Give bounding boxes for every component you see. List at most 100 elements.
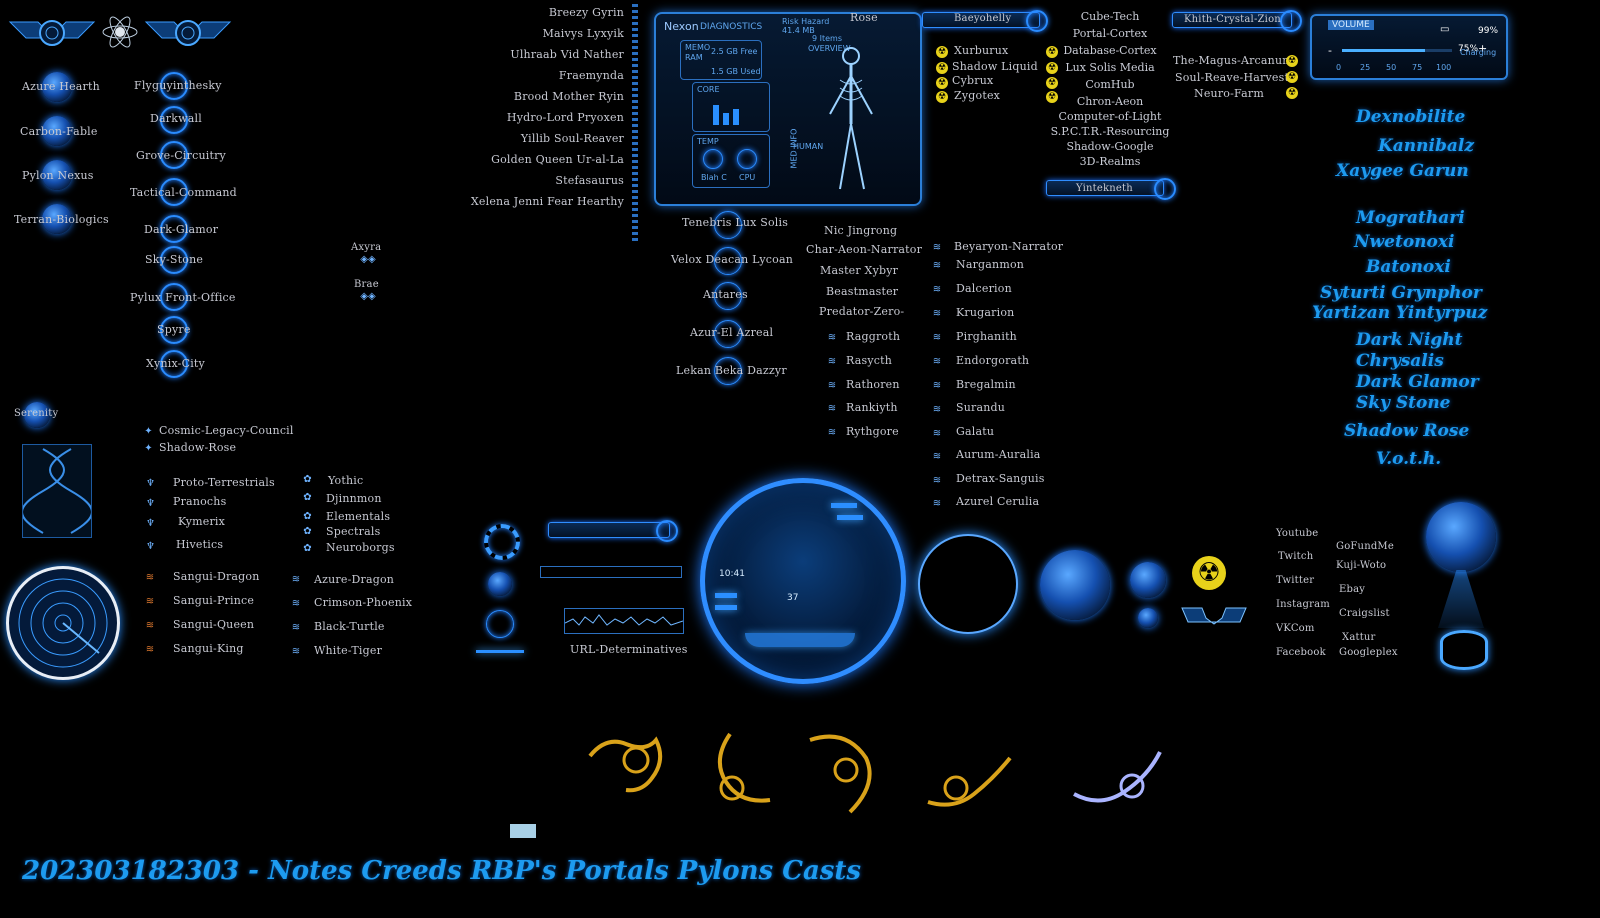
right-icon-item[interactable]: Galatu [956,425,995,438]
hud-clock-widget[interactable]: 10:41 37 [700,478,906,684]
blue-name[interactable]: V.o.t.h. [1376,449,1442,469]
volume-panel[interactable]: VOLUME - 75% + ▭ 99% Charging 0 25 50 75… [1310,14,1508,80]
blue-name[interactable]: Dark Night [1356,330,1463,350]
orb-icon[interactable] [42,160,72,190]
name-item[interactable]: Xelena Jenni Fear Hearthy [470,195,624,208]
name-item[interactable]: Maivys Lyxyik [542,27,624,40]
name-item[interactable]: Fraemynda [558,69,624,82]
center-item-2[interactable]: Antares [703,288,748,301]
url-det-label[interactable]: URL-Determinatives [570,643,688,656]
tech-item[interactable]: Chron-Aeon [1076,95,1144,108]
mid-item-0[interactable]: Nic Jingrong [824,224,898,237]
gold-dragon-icon[interactable] [706,730,786,810]
small-pair-1[interactable]: Brae [354,279,379,290]
col2-item-4[interactable]: Dark-Glamor [144,223,219,236]
blue-name[interactable]: Kannibalz [1378,136,1474,156]
name-item[interactable]: Hydro-Lord Pryoxen [506,111,624,124]
name-item[interactable]: Stefasaurus [555,174,624,187]
group-a-1[interactable]: Pranochs [173,495,227,508]
group-a-2[interactable]: Kymerix [178,515,226,528]
dragon-a-3[interactable]: Sangui-King [173,642,244,655]
right-icon-item[interactable]: Aurum-Auralia [956,448,1041,461]
volume-minus[interactable]: - [1328,44,1332,57]
col2-item-7[interactable]: Spyre [157,323,191,336]
magus-item-0[interactable]: The-Magus-Arcanum [1173,54,1293,67]
blue-name[interactable]: Sky Stone [1356,393,1451,413]
volume-plus[interactable]: + [1478,42,1488,55]
planet-icon[interactable] [1040,550,1110,620]
tech-item[interactable]: Cube-Tech [1080,10,1140,23]
blue-name[interactable]: Nwetonoxi [1354,232,1455,252]
col2-item-6[interactable]: Pylux Front-Office [130,291,236,304]
blue-name[interactable]: Shadow Rose [1344,421,1470,441]
col2-item-1[interactable]: Darkwall [150,112,202,125]
blue-name[interactable]: Syturti Grynphor [1320,283,1482,303]
group-b-2[interactable]: Elementals [326,510,391,523]
rad-item-0[interactable]: Xurburux [954,44,1009,57]
radiation-large-icon[interactable]: ☢ [1192,556,1226,590]
blue-name[interactable]: Mograthari [1356,208,1465,228]
dragon-b-2[interactable]: Black-Turtle [314,620,385,633]
name-item[interactable]: Brood Mother Ryin [513,90,624,103]
diagnostics-panel[interactable]: Nexon DIAGNOSTICS Risk Hazard 41.4 MB 9 … [654,12,922,206]
small-orb-icon[interactable] [488,572,512,596]
blue-name[interactable]: Xaygee Garun [1336,161,1469,181]
right-icon-item[interactable]: Beyaryon-Narrator [954,240,1064,253]
magus-item-1[interactable]: Soul-Reave-Harvest [1175,71,1290,84]
gold-dragon-icon[interactable] [924,754,1014,814]
spinner-icon[interactable] [484,524,520,560]
social-a-0[interactable]: Youtube [1276,528,1319,539]
tech-item[interactable]: Portal-Cortex [1072,27,1148,40]
small-pair-0[interactable]: Axyra [351,242,382,253]
planet-tiny-icon[interactable] [1138,608,1158,628]
bar-yintekneth-label[interactable]: Yintekneth [1076,183,1133,194]
right-icon-item[interactable]: Pirghanith [956,330,1017,343]
magus-item-2[interactable]: Neuro-Farm [1194,87,1264,100]
planet-small-icon[interactable] [1130,562,1166,598]
mid-icon-item-1[interactable]: Rasycth [846,354,893,367]
social-a-4[interactable]: VKCom [1276,623,1315,634]
bar-khith-label[interactable]: Khith-Crystal-Zion [1184,14,1281,25]
right-icon-item[interactable]: Detrax-Sanguis [956,472,1045,485]
mid-item-2[interactable]: Master Xybyr [820,264,899,277]
orb-label-0[interactable]: Azure Hearth [22,80,100,93]
col2-item-5[interactable]: Sky-Stone [145,253,204,266]
blue-name[interactable]: Batonoxi [1366,257,1451,277]
social-a-2[interactable]: Twitter [1276,575,1315,586]
rose-label[interactable]: Rose [850,11,878,24]
tech-item[interactable]: Computer-of-Light [1058,110,1162,123]
rad-item-3[interactable]: Zygotex [954,89,1001,102]
mid-icon-item-4[interactable]: Rythgore [846,425,899,438]
orb-icon[interactable] [42,204,72,234]
col2-item-0[interactable]: Flyguyinthesky [134,79,222,92]
blue-name[interactable]: Yartizan Yintyrpuz [1312,303,1488,323]
mid-item-1[interactable]: Char-Aeon-Narrator [806,243,923,256]
name-item[interactable]: Golden Queen Ur-al-La [491,153,624,166]
tech-item[interactable]: Database-Cortex [1063,44,1157,57]
serenity-orb-icon[interactable] [24,402,50,428]
orb-label-3[interactable]: Terran-Biologics [14,213,109,226]
mid-icon-item-3[interactable]: Rankiyth [846,401,898,414]
council-1[interactable]: Shadow-Rose [159,441,237,454]
atom-emblem-icon[interactable] [100,10,140,54]
col2-item-8[interactable]: Xynix-City [146,357,205,370]
social-b-0[interactable]: GoFundMe [1336,541,1394,552]
social-b-1[interactable]: Kuji-Woto [1336,560,1387,571]
mid-item-4[interactable]: Predator-Zero- [819,305,905,318]
center-item-3[interactable]: Azur-El Azreal [690,326,774,339]
gold-dragon-icon[interactable] [586,730,676,800]
group-b-0[interactable]: Yothic [328,474,364,487]
wing-emblem-left[interactable] [8,14,96,50]
dragon-a-1[interactable]: Sangui-Prince [173,594,255,607]
silver-dragon-icon[interactable] [1070,748,1164,814]
orb-icon[interactable] [42,72,72,102]
group-a-3[interactable]: Hivetics [176,538,224,551]
tech-item[interactable]: ComHub [1085,78,1135,91]
dragon-a-2[interactable]: Sangui-Queen [173,618,255,631]
right-icon-item[interactable]: Surandu [956,401,1006,414]
volume-track[interactable] [1342,49,1452,52]
social-b-5[interactable]: Googleplex [1339,647,1398,658]
group-a-0[interactable]: Proto-Terrestrials [173,476,275,489]
right-icon-item[interactable]: Dalcerion [956,282,1012,295]
right-icon-item[interactable]: Narganmon [956,258,1025,271]
